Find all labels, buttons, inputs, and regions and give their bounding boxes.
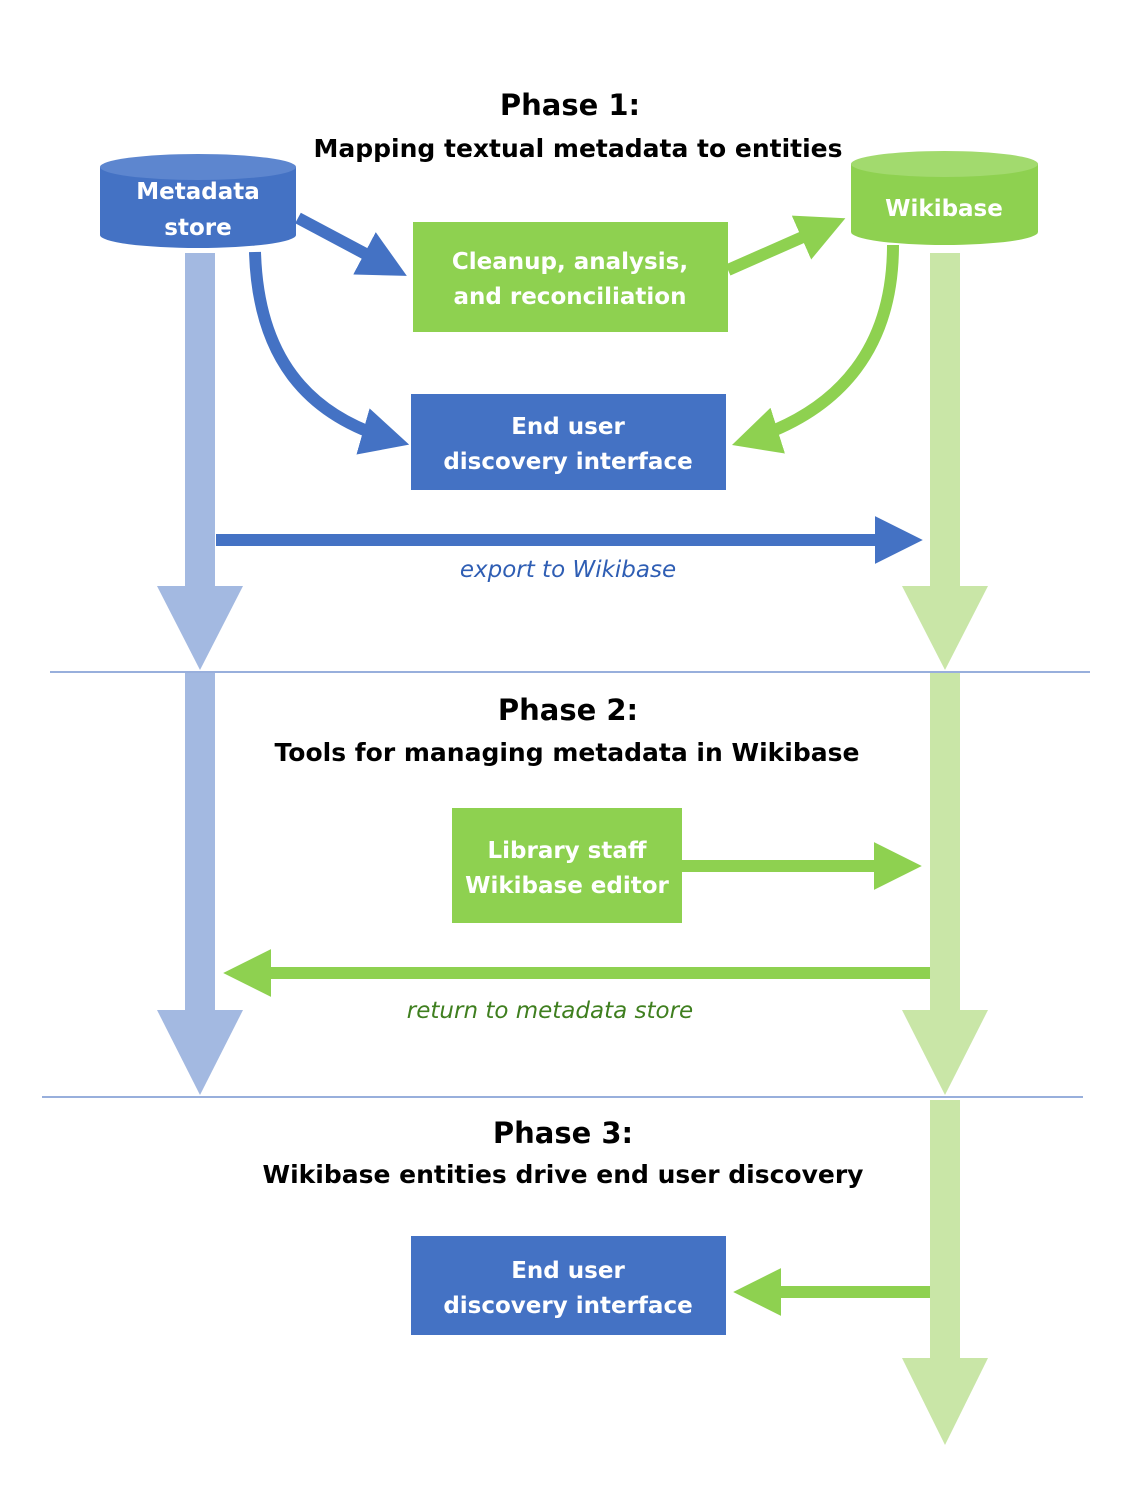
phase1-title: Phase 1: [500, 88, 640, 122]
phase3-discovery-line1: End user [511, 1258, 625, 1284]
phase1-discovery-line1: End user [511, 414, 625, 440]
arrow-metadata-to-discovery [249, 251, 410, 455]
phase3-discovery-line2: discovery interface [443, 1293, 692, 1319]
wikibase-cylinder: Wikibase [851, 151, 1038, 245]
cleanup-box-line2: and reconciliation [454, 284, 687, 310]
phase3-subtitle: Wikibase entities drive end user discove… [263, 1160, 864, 1189]
metadata-store-flow-phase2 [157, 673, 243, 1095]
editor-box-line2: Wikibase editor [465, 873, 669, 899]
return-to-metadata-store-label: return to metadata store [407, 998, 693, 1024]
phase2-title: Phase 2: [498, 693, 638, 727]
metadata-store-label-line1: Metadata [136, 179, 260, 205]
phase3-title: Phase 3: [493, 1116, 633, 1150]
editor-box-line1: Library staff [487, 838, 646, 864]
phase3-discovery-interface-box: End user discovery interface [411, 1236, 726, 1335]
wikibase-flow-phase3 [902, 1100, 988, 1445]
arrow-metadata-to-cleanup [295, 212, 407, 276]
wikibase-label: Wikibase [885, 196, 1003, 222]
cleanup-analysis-reconciliation-box: Cleanup, analysis, and reconciliation [413, 222, 728, 332]
metadata-store-label-line2: store [164, 215, 231, 241]
wikibase-flow-phase1 [902, 253, 988, 670]
phase1-discovery-interface-box: End user discovery interface [411, 394, 726, 490]
phase1-subtitle: Mapping textual metadata to entities [313, 134, 842, 163]
cleanup-box-line1: Cleanup, analysis, [452, 249, 688, 275]
arrow-cleanup-to-wikibase [725, 215, 846, 276]
export-to-wikibase-label: export to Wikibase [460, 557, 676, 583]
wikibase-flow-phase2 [902, 673, 988, 1095]
phase1-discovery-line2: discovery interface [443, 449, 692, 475]
library-staff-editor-box: Library staff Wikibase editor [452, 808, 682, 923]
metadata-store-cylinder: Metadata store [100, 154, 296, 248]
metadata-store-flow-phase1 [157, 253, 243, 670]
arrow-wikibase-to-discovery [731, 244, 899, 454]
phase2-subtitle: Tools for managing metadata in Wikibase [275, 738, 860, 767]
